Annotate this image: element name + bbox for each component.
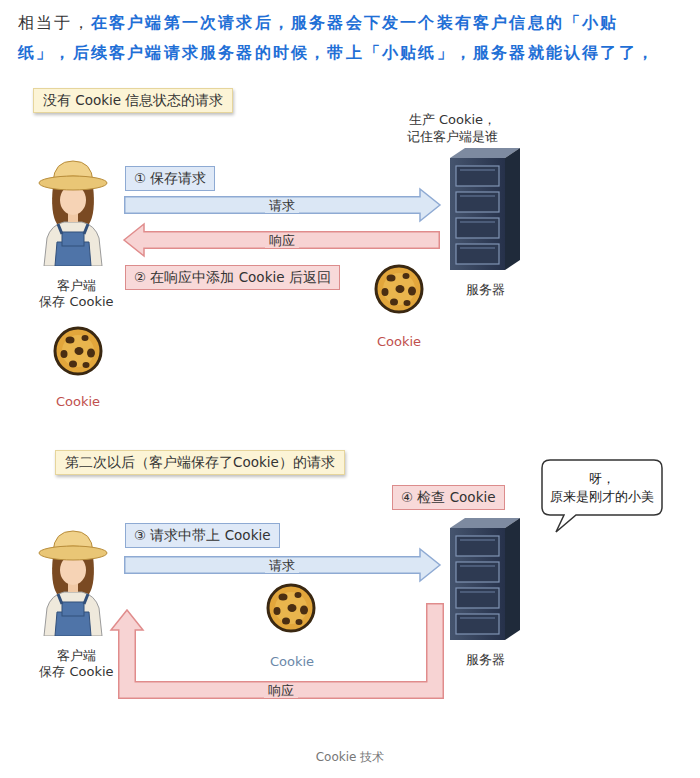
node-text: 客户端 保存 Cookie <box>39 648 113 680</box>
node-text: 服务器 <box>466 282 505 298</box>
block-arrow <box>111 603 435 690</box>
figure-caption: Cookie 技术 <box>0 749 700 765</box>
paragraph-text: 在客户端第一次请求后，服务器会下发一个装有客户信息的「小贴纸」，后续客户端请求服… <box>18 13 655 62</box>
step-box: ③ 请求中带上 Cookie <box>125 523 280 548</box>
node-text: 客户端 保存 Cookie <box>39 278 113 310</box>
cookie-icon <box>268 585 314 631</box>
cookie-icon <box>55 328 101 374</box>
figure-node: 服务器 <box>440 148 530 298</box>
block-arrow <box>124 189 440 221</box>
figure-node: 客户端 保存 Cookie <box>33 155 120 310</box>
bubble-outline <box>542 460 662 532</box>
client-figure <box>39 531 107 636</box>
step-box: ① 保存请求 <box>125 166 215 191</box>
paragraph-text: 相当于， <box>18 13 91 32</box>
cookie-label: Cookie <box>56 393 100 410</box>
cookie-icon <box>376 266 422 312</box>
section-band: 第二次以后（客户端保存了Cookie）的请求 <box>55 450 345 475</box>
node-text: 第二次以后（客户端保存了Cookie）的请求 <box>65 454 335 471</box>
arrow-body <box>126 558 423 573</box>
arrow-body <box>127 605 435 691</box>
node-text: 呀， 原来是刚才的小美 <box>550 470 654 506</box>
node-text: ② 在响应中添加 Cookie 后返回 <box>134 269 331 286</box>
arrow-label: 请求 <box>265 198 299 213</box>
block-arrow <box>124 224 440 256</box>
cookie-label: Cookie <box>377 333 421 350</box>
figure-node: 客户端 保存 Cookie <box>33 525 120 680</box>
section-band: 没有 Cookie 信息状态的请求 <box>33 88 233 113</box>
client-figure <box>39 161 107 266</box>
server-note: 生产 Cookie， 记住客户端是谁 <box>407 111 498 145</box>
node-text: ③ 请求中带上 Cookie <box>134 527 271 544</box>
arrow-body <box>142 233 439 248</box>
arrow-head <box>420 189 440 221</box>
node-text: ① 保存请求 <box>134 170 206 187</box>
node-text: 没有 Cookie 信息状态的请求 <box>43 92 223 109</box>
speech-bubble: 呀， 原来是刚才的小美 <box>542 460 662 515</box>
arrow-body <box>126 198 423 213</box>
node-text: ④ 检查 Cookie <box>401 489 496 506</box>
block-arrow <box>124 549 440 581</box>
arrow-label: 响应 <box>265 233 299 248</box>
figure-node: 服务器 <box>440 518 530 668</box>
cookie-label: Cookie <box>270 653 314 670</box>
server-figure <box>450 518 520 640</box>
arrow-label: 请求 <box>265 558 299 573</box>
arrow-head <box>124 224 144 256</box>
arrow-outline <box>127 603 435 690</box>
arrow-label: 响应 <box>264 683 298 698</box>
step-box: ④ 检查 Cookie <box>392 485 505 510</box>
arrow-head <box>420 549 440 581</box>
server-figure <box>450 148 520 270</box>
arrow-head <box>111 610 143 630</box>
node-text: 服务器 <box>466 652 505 668</box>
intro-paragraph: 相当于，在客户端第一次请求后，服务器会下发一个装有客户信息的「小贴纸」，后续客户… <box>18 8 670 68</box>
bubble-outline <box>542 460 662 515</box>
step-box: ② 在响应中添加 Cookie 后返回 <box>125 265 340 290</box>
